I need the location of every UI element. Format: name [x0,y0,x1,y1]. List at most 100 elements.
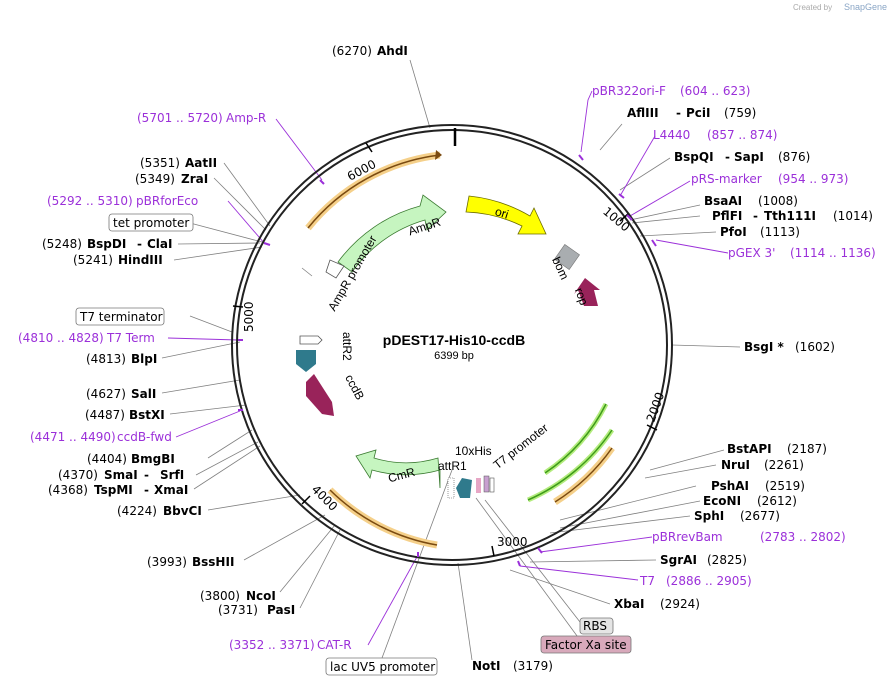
site-name-nrui: NruI [721,458,750,472]
primer-leaders [167,90,729,646]
primer-range-t7: (2886 .. 2905) [666,574,752,588]
site-pos-bstxi: (4487) [85,408,125,422]
site-name-tspmi: TspMI [94,483,133,497]
t7-promoter-label: T7 promoter [491,421,551,472]
site-name-xbai: XbaI [614,597,644,611]
site-name2-tspmi: XmaI [154,483,188,497]
site-pos-bspdi: (5248) [42,237,82,251]
ampr-arrow [337,194,447,273]
primer-name-t7term: T7 Term [106,331,155,345]
rbs-box [489,477,495,493]
site-name-bsgi: BsgI * [744,340,785,354]
bom-box [554,244,580,270]
site-pos-zrai: (5349) [135,172,175,186]
site-name-bspqi: BspQI [674,150,714,164]
site-name-aatii: AatII [185,156,217,170]
green-arcs [527,402,615,503]
site-name-sgrai: SgrAI [660,553,697,567]
site-name-afliii: AflIII [627,106,659,120]
primer-name-pgex: pGEX 3' [728,246,775,260]
site-pos-xbai: (2924) [660,597,700,611]
site-pos-pfoi: (1113) [760,225,800,239]
site-pos-tspmi: (4368) [48,483,88,497]
primer-name-prs: pRS-marker [691,172,762,186]
tick-label-1000: 1000 [600,204,632,234]
site-name-bspdi: BspDI [87,237,126,251]
primer-name-catr: CAT-R [317,638,352,652]
site-name-bbvci: BbvCI [163,504,202,518]
site-pos-aatii: (5351) [140,156,180,170]
site-name-zrai: ZraI [181,172,208,186]
site-pos-bsshii: (3993) [147,555,187,569]
site-pos-bbvci: (4224) [117,504,157,518]
attr1-arrow [456,478,472,498]
site-pos-afliii: (759) [724,106,756,120]
site-name-pasi: PasI [267,603,295,617]
site-name-blpi: BlpI [131,352,157,366]
primer-name-pbrrevbam: pBRrevBam [652,530,723,544]
his-box [476,478,481,493]
primer-name-ccdbfwd: ccdB-fwd [117,430,172,444]
site-name2-bspdi: ClaI [147,237,172,251]
site-name-smai: SmaI [104,468,138,482]
t7-promoter-box [483,475,490,493]
primer-range-prs: (954 .. 973) [778,172,848,186]
lac-uv5-tag-label: lac UV5 promoter [330,660,435,674]
site-name-bsaai: BsaAI [704,194,742,208]
site-name2-pflfi: Tth111I [764,209,816,223]
site-name-sphi: SphI [694,509,724,523]
site-pos-bmgbi: (4404) [87,452,127,466]
attr2-label: attR2 [340,332,354,361]
site-pos-bsaai: (1008) [758,194,798,208]
primer-name-t7: T7 [639,574,655,588]
site-name-bstxi: BstXI [129,408,165,422]
cmr-arrow [355,449,441,489]
site-pos-sali: (4627) [86,387,126,401]
site-pos-ahdi: (6270) [332,44,372,58]
site-name-bstapi: BstAPI [727,442,772,456]
cmr-label: CmR [387,465,417,486]
attr1-label: attR1 [438,459,467,473]
tick-label-3000: 3000 [497,535,528,549]
site-sep-afliii: - [676,106,681,120]
rbs-tag-box [579,617,614,635]
t7-terminator-tag-label: T7 terminator [79,310,163,324]
ori-arrow [465,195,547,235]
primer-name-pbr322ori: pBR322ori-F [592,84,666,98]
site-name-bmgbi: BmgBI [131,452,175,466]
rbs-tag-label: RBS [583,619,607,633]
his-label: 10xHis [455,444,492,458]
site-sep-pflfi: - [753,209,758,223]
site-name-ncoi: NcoI [246,589,276,603]
site-pos-econi: (2612) [757,494,797,508]
ccdb-label: ccdB [342,372,367,402]
site-name-pshai: PshAI [711,479,749,493]
ampr-promoter-arrow [325,259,345,279]
site-pos-ncoi: (3800) [200,589,240,603]
tet-promoter-tag-label: tet promoter [113,216,189,230]
orange-arc-top [305,150,442,231]
attr1-box [447,477,455,499]
primer-name-ampr: Amp-R [226,111,266,125]
site-pos-nrui: (2261) [764,458,804,472]
leader-lines [161,59,741,661]
primer-name-pbrforeco: pBRforEco [136,194,198,208]
attr2-arrow [296,350,316,372]
primer-range-catr: (3352 .. 3371) [229,638,315,652]
tick-marks [232,142,658,557]
site-name-bsshii: BssHII [192,555,234,569]
primer-range-ampr: (5701 .. 5720) [137,111,223,125]
watermark-text: Created by [793,3,832,12]
site-sep-smai: - [144,468,149,482]
site-name-sali: SalI [131,387,156,401]
primer-ticks [238,154,657,567]
primer-range-pbr322ori: (604 .. 623) [680,84,750,98]
site-pos-hindiii: (5241) [73,253,113,267]
watermark-logo: SnapGene [844,2,887,12]
primer-range-l4440: (857 .. 874) [707,128,777,142]
tick-label-5000: 5000 [242,301,256,332]
site-pos-pasi: (3731) [218,603,258,617]
site-pos-bsgi: (1602) [795,340,835,354]
orange-arc-right [553,445,615,505]
